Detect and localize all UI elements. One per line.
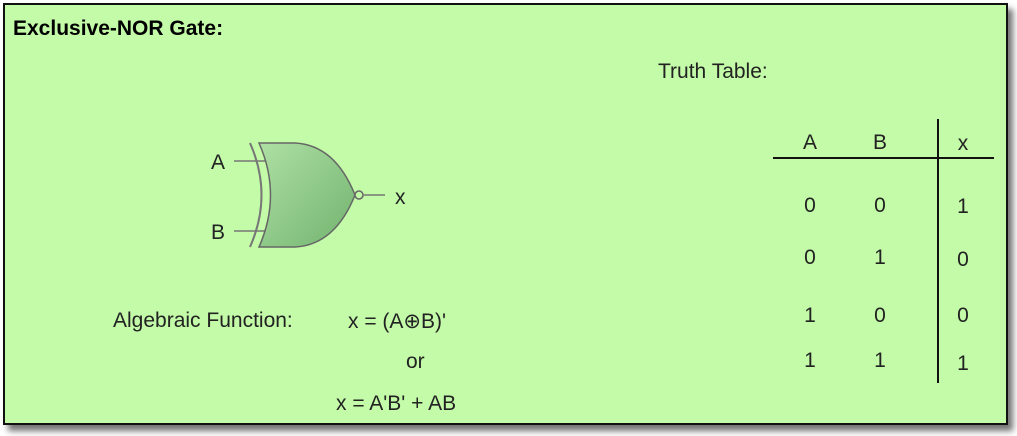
truth-table-label: Truth Table: bbox=[658, 60, 768, 83]
truth-table-cell: 0 bbox=[957, 248, 969, 271]
truth-table-header-x: x bbox=[957, 132, 969, 155]
gate-body bbox=[257, 142, 356, 248]
truth-table-cell: 0 bbox=[804, 246, 816, 269]
output-x-label: x bbox=[395, 186, 406, 209]
truth-table-cell: 0 bbox=[874, 194, 886, 217]
truth-table-cell: 1 bbox=[804, 349, 816, 372]
xnor-gate-diagram bbox=[234, 119, 994, 383]
truth-table-header-b: B bbox=[872, 131, 887, 154]
or-separator: or bbox=[406, 350, 425, 373]
input-a-label: A bbox=[211, 151, 226, 174]
truth-table-cell: 1 bbox=[874, 349, 886, 372]
diagram-panel: Exclusive-NOR Gate: Truth Table: A B x A… bbox=[3, 3, 1008, 425]
truth-table-cell: 1 bbox=[804, 304, 816, 327]
page-title: Exclusive-NOR Gate: bbox=[13, 17, 224, 40]
truth-table-cell: 1 bbox=[957, 352, 969, 375]
truth-table-cell: 0 bbox=[874, 304, 886, 327]
inversion-bubble bbox=[354, 190, 364, 200]
algebraic-expression: x = (A⊕B)' bbox=[348, 310, 447, 333]
truth-table-cell: 1 bbox=[957, 195, 969, 218]
truth-table-header-a: A bbox=[802, 131, 817, 154]
algebraic-expression-alt: x = A'B' + AB bbox=[336, 392, 457, 415]
input-b-label: B bbox=[211, 221, 226, 244]
truth-table-cell: 0 bbox=[957, 304, 969, 327]
algebraic-function-label: Algebraic Function: bbox=[113, 309, 293, 332]
truth-table-cell: 1 bbox=[874, 246, 886, 269]
truth-table-cell: 0 bbox=[804, 194, 816, 217]
xor-input-curve bbox=[249, 142, 263, 248]
